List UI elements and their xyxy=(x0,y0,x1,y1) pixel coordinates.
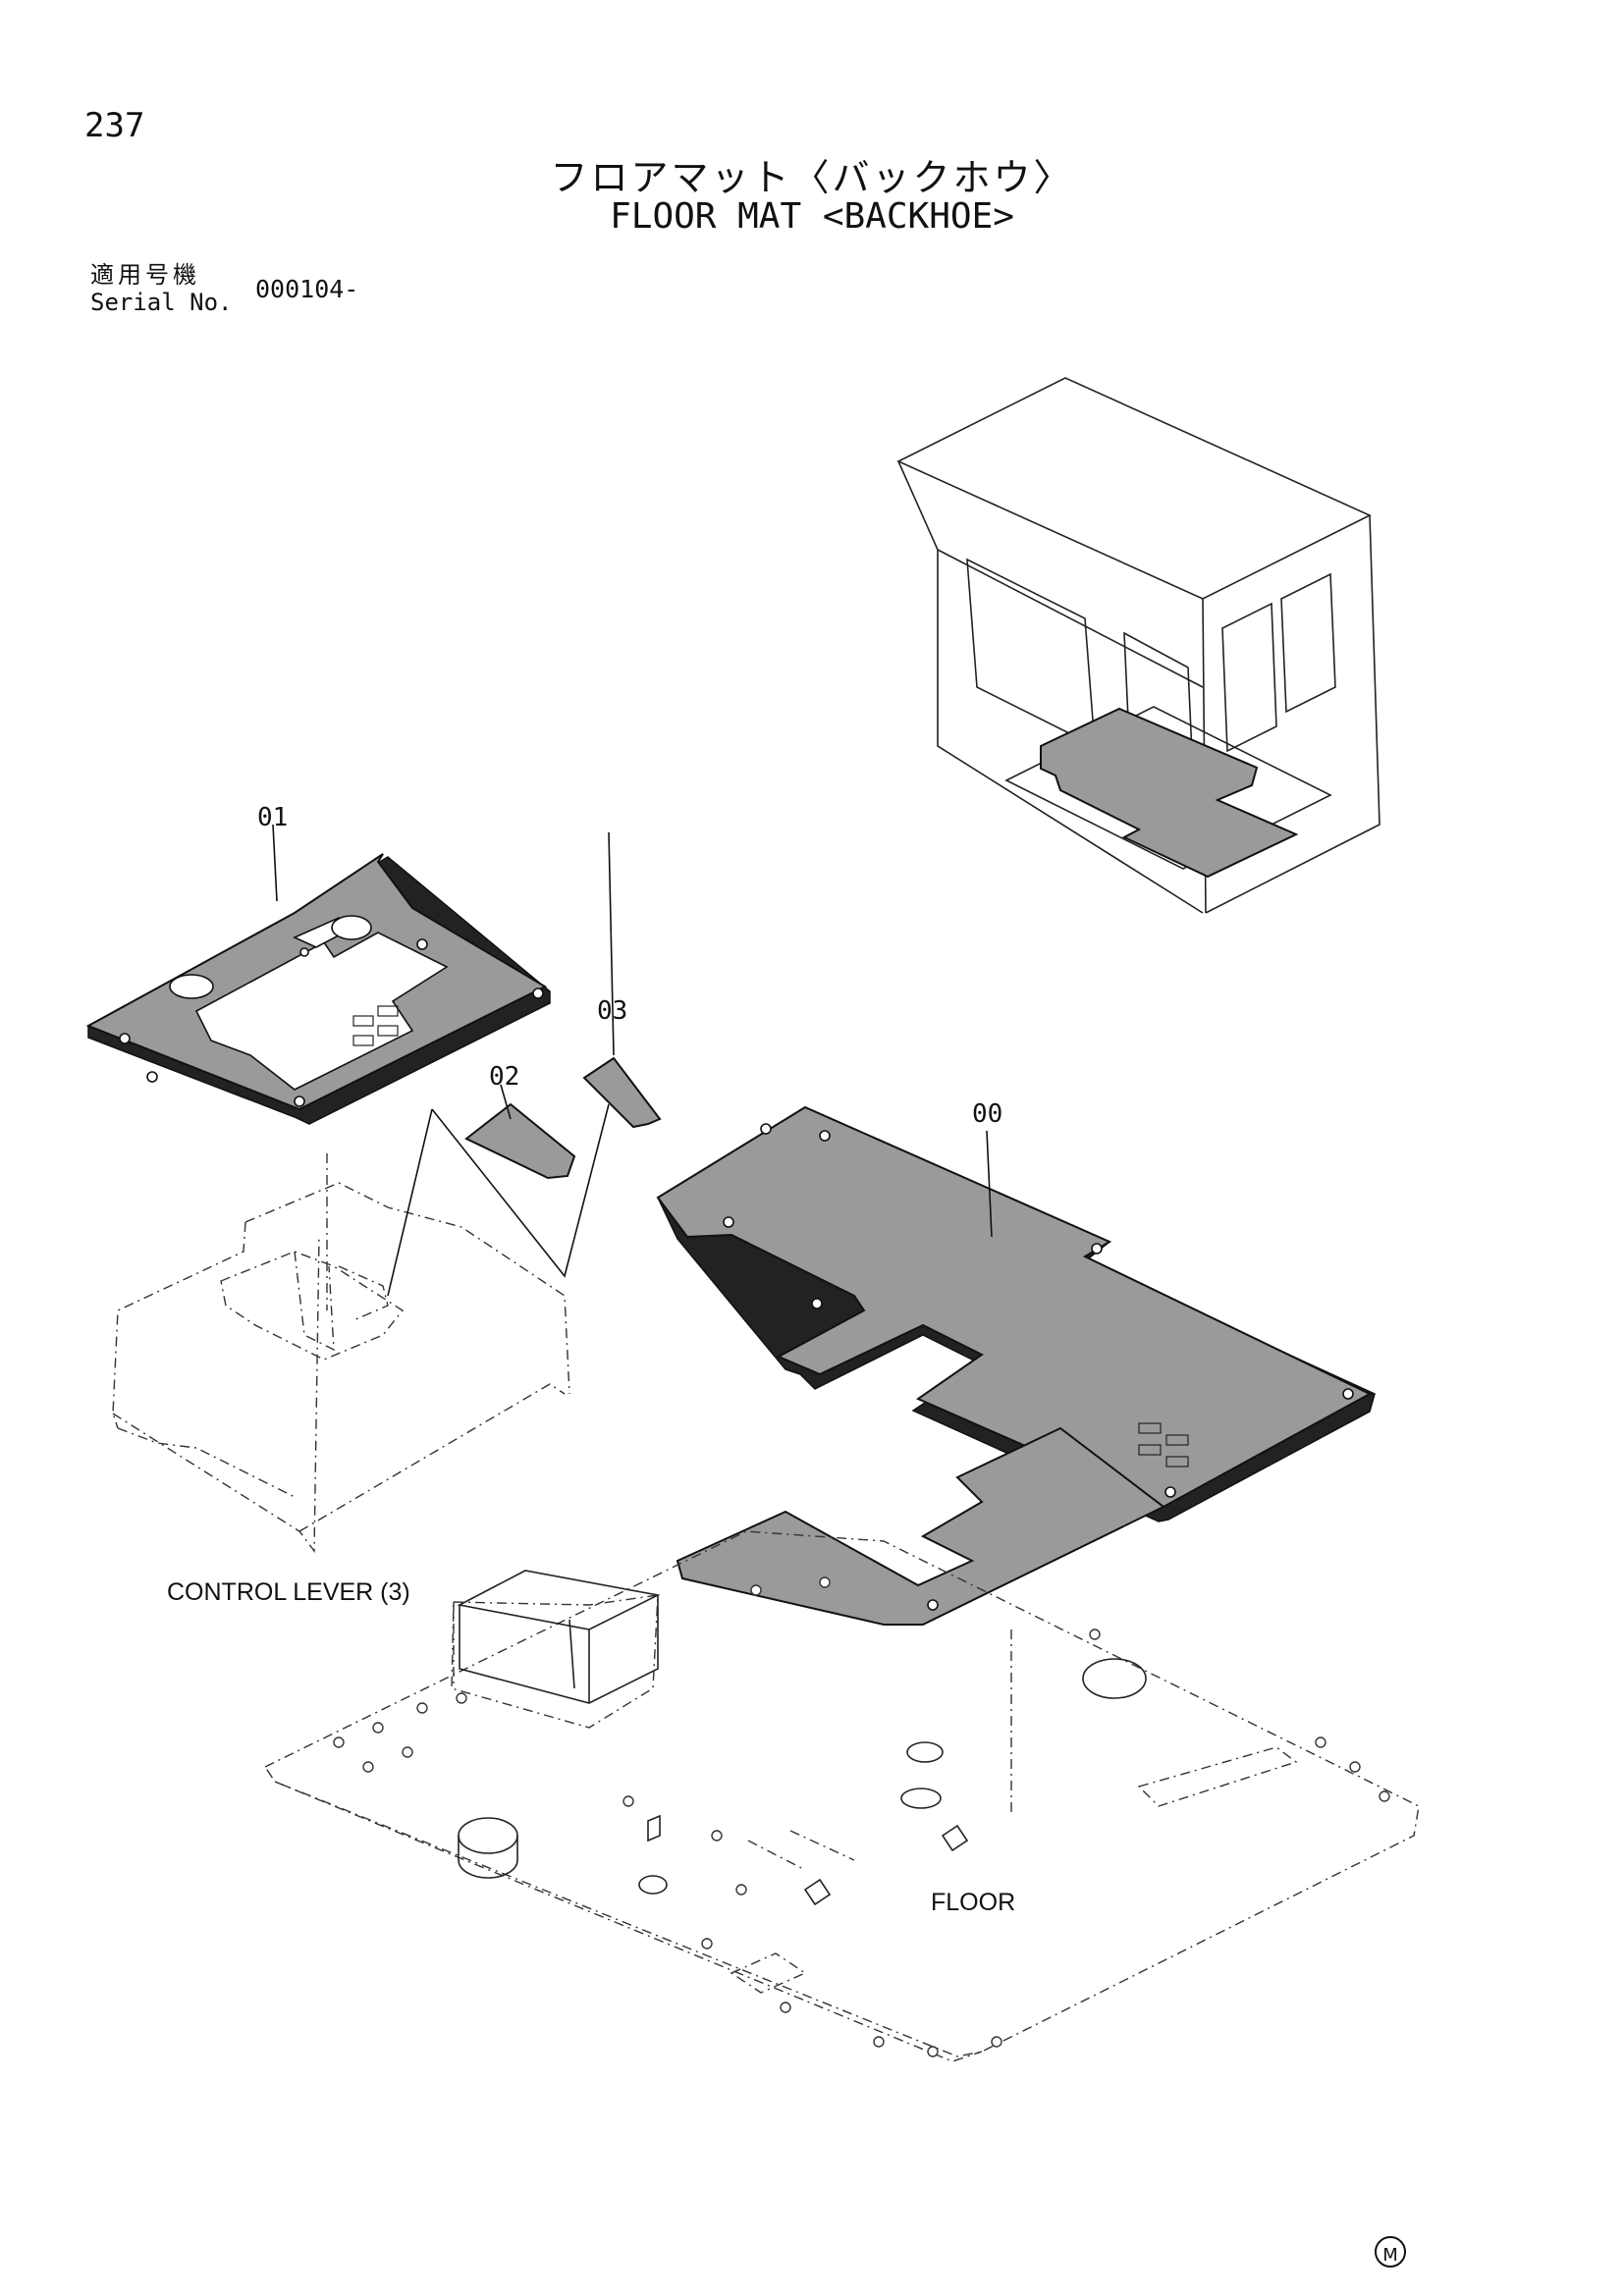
floor-mat-01 xyxy=(85,853,551,1125)
page-mark-symbol: M xyxy=(1373,2234,1408,2269)
leader-lines xyxy=(272,824,1012,1816)
callout-00: 00 xyxy=(972,1099,1003,1129)
page-title-japanese: フロアマット〈バックホウ〉 xyxy=(550,156,1074,199)
serial-label-japanese: 適用号機 xyxy=(90,261,200,289)
cab-overview-illustration xyxy=(896,377,1380,914)
callout-02: 02 xyxy=(489,1062,520,1092)
callout-01: 01 xyxy=(257,803,289,832)
control-lever-box xyxy=(457,1570,661,1704)
floor-mat-00 xyxy=(656,1105,1376,1626)
control-lever-console xyxy=(112,1182,570,1554)
floor-label: FLOOR xyxy=(931,1889,1016,1916)
part-02-pad xyxy=(464,1102,576,1180)
floor-plate xyxy=(263,1530,1420,2062)
serial-number-value: 000104- xyxy=(255,275,359,303)
part-03-pad xyxy=(582,1056,662,1129)
control-lever-label: CONTROL LEVER (3) xyxy=(167,1578,410,1606)
page-title-english: FLOOR MAT <BACKHOE> xyxy=(610,196,1014,237)
callout-03: 03 xyxy=(597,996,628,1026)
page-number: 237 xyxy=(84,106,145,145)
page-mark-letter: M xyxy=(1382,2245,1398,2266)
serial-label-english: Serial No. xyxy=(90,289,233,316)
